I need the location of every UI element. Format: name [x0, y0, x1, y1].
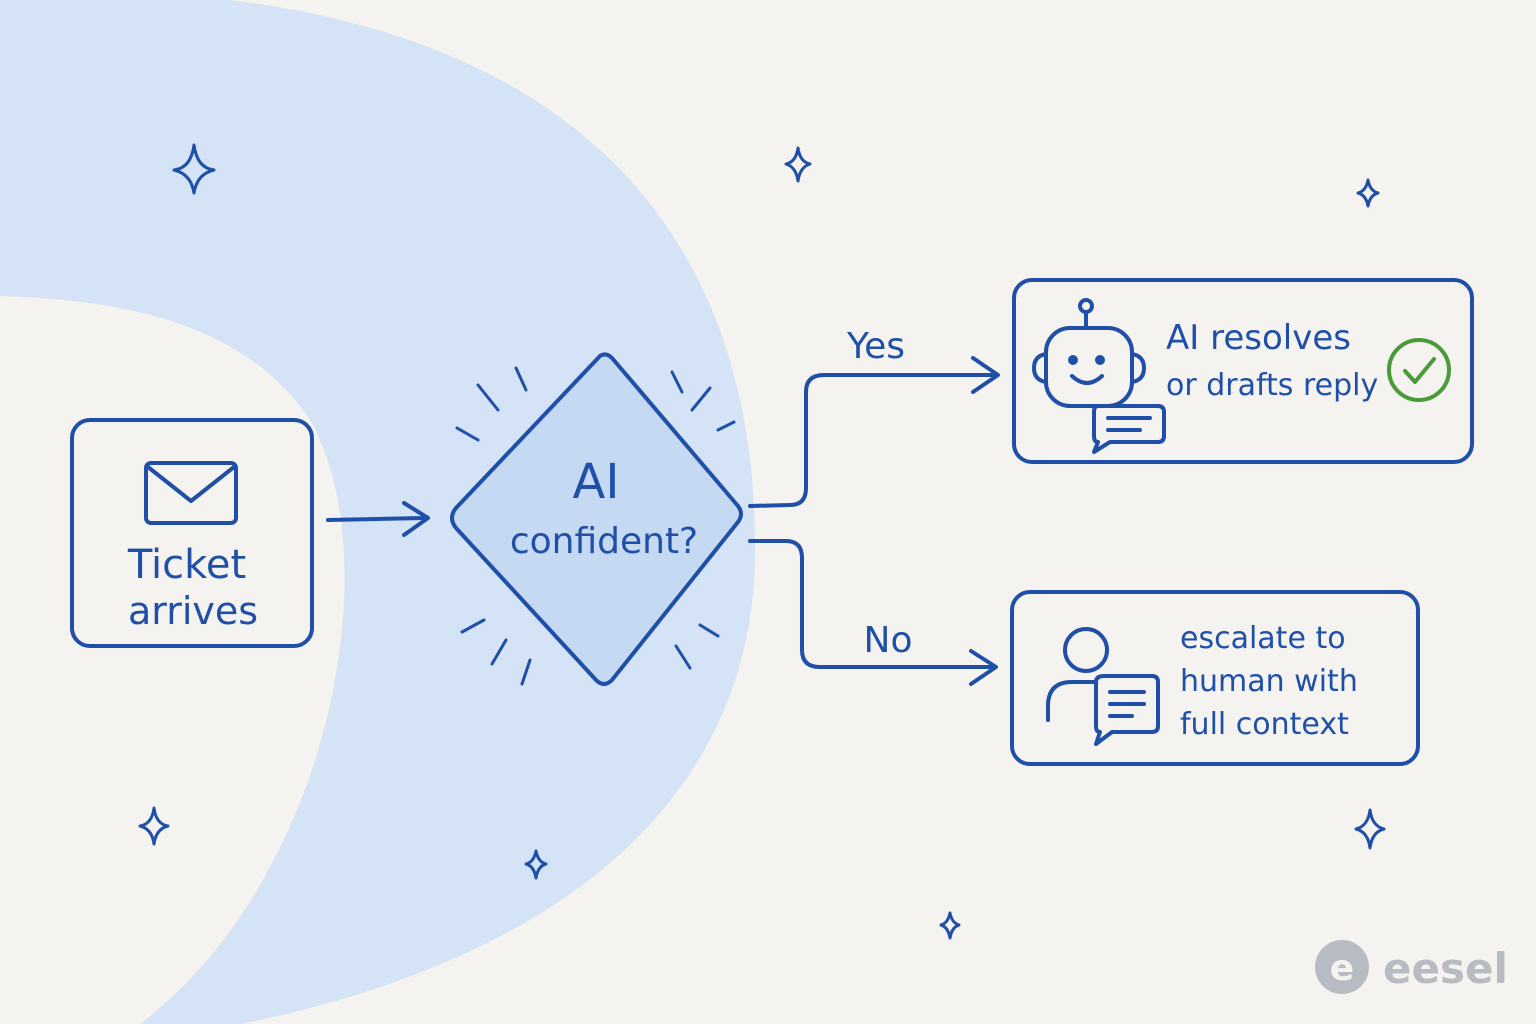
eesel-logo-text: eesel: [1383, 944, 1508, 993]
sparkle-icon: [784, 146, 812, 183]
yes-branch-arrow: [748, 356, 1000, 508]
no-outcome-label-line2: human with: [1180, 664, 1358, 699]
no-outcome-node: escalate to human with full context: [1010, 590, 1420, 766]
start-node-label-line2: arrives: [128, 589, 258, 633]
yes-outcome-label-line2: or drafts reply: [1166, 368, 1378, 403]
robot-chat-icon: [1032, 298, 1166, 454]
no-outcome-box: [1010, 590, 1420, 766]
yes-outcome-label-line1: AI resolves: [1166, 318, 1351, 358]
no-outcome-label-line1: escalate to: [1180, 621, 1346, 656]
background-blob: [0, 0, 756, 1024]
decision-label-line1: AI: [573, 454, 620, 510]
eesel-logo: e eesel: [1315, 940, 1508, 994]
yes-outcome-box: [1012, 278, 1474, 464]
check-circle-icon: [1387, 338, 1451, 402]
no-outcome-label-line3: full context: [1180, 707, 1349, 742]
arrow-start-to-decision: [326, 501, 430, 537]
decision-label-line2: confident?: [510, 521, 698, 562]
sparkle-icon: [1354, 808, 1386, 850]
person-chat-icon: [1046, 627, 1160, 746]
sparkle-icon: [138, 806, 170, 846]
no-label: No: [864, 620, 913, 661]
sparkle-icon: [172, 143, 216, 195]
sparkle-icon: [1356, 178, 1380, 208]
yes-outcome-node: AI resolves or drafts reply: [1012, 278, 1474, 464]
glow-rays: [455, 366, 736, 686]
decision-node: AI confident?: [450, 352, 743, 686]
eesel-logo-mark: [1315, 940, 1369, 994]
sparkle-decorations: [138, 143, 1386, 940]
envelope-icon: [144, 461, 238, 525]
sparkle-icon: [524, 849, 548, 880]
decision-diamond: [450, 352, 743, 686]
yes-label: Yes: [846, 326, 905, 367]
eesel-logo-mark-glyph: e: [1330, 948, 1354, 989]
no-branch-arrow: [748, 539, 998, 686]
sparkle-icon: [939, 911, 961, 940]
start-node: Ticket arrives: [70, 418, 314, 648]
start-node-label-line1: Ticket: [127, 542, 246, 588]
start-node-box: [70, 418, 314, 648]
